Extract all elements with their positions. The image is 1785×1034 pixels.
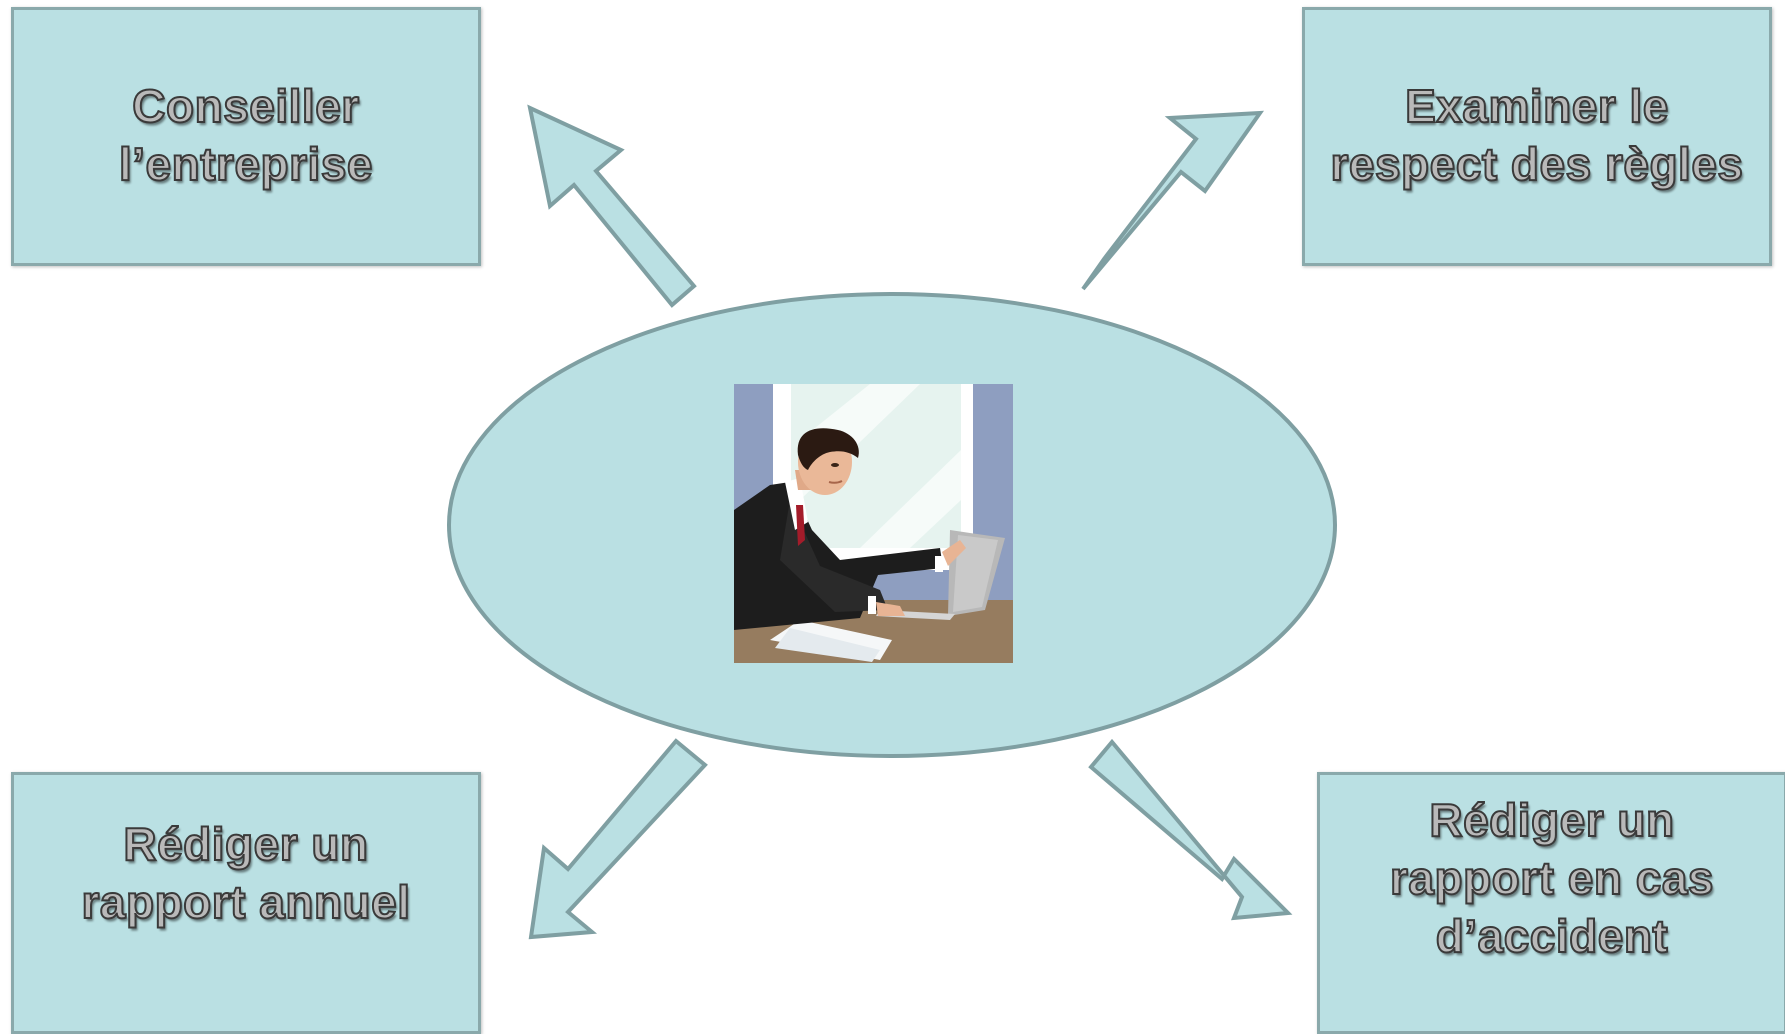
businessman-illustration — [734, 384, 1013, 663]
box-conseiller-entreprise: Conseiller l’entreprise — [11, 7, 481, 266]
arrow-to-bottom-left — [528, 738, 708, 940]
box-label-rapport-accident: Rédiger un rapport en cas d’accident — [1389, 793, 1715, 963]
box-examiner-regles: Examiner le respect des règles — [1302, 7, 1772, 266]
arrow-to-top-right — [1081, 110, 1265, 291]
box-rapport-annuel: Rédiger un rapport annuel — [11, 772, 481, 1034]
arrow-to-top-left — [527, 104, 697, 308]
box-label-conseiller: Conseiller l’entreprise — [118, 79, 374, 191]
box-rapport-accident: Rédiger un rapport en cas d’accident — [1317, 772, 1785, 1034]
box-label-rapport-annuel: Rédiger un rapport annuel — [80, 817, 411, 929]
arrow-to-bottom-right — [1088, 738, 1293, 921]
box-label-examiner: Examiner le respect des règles — [1329, 79, 1744, 191]
